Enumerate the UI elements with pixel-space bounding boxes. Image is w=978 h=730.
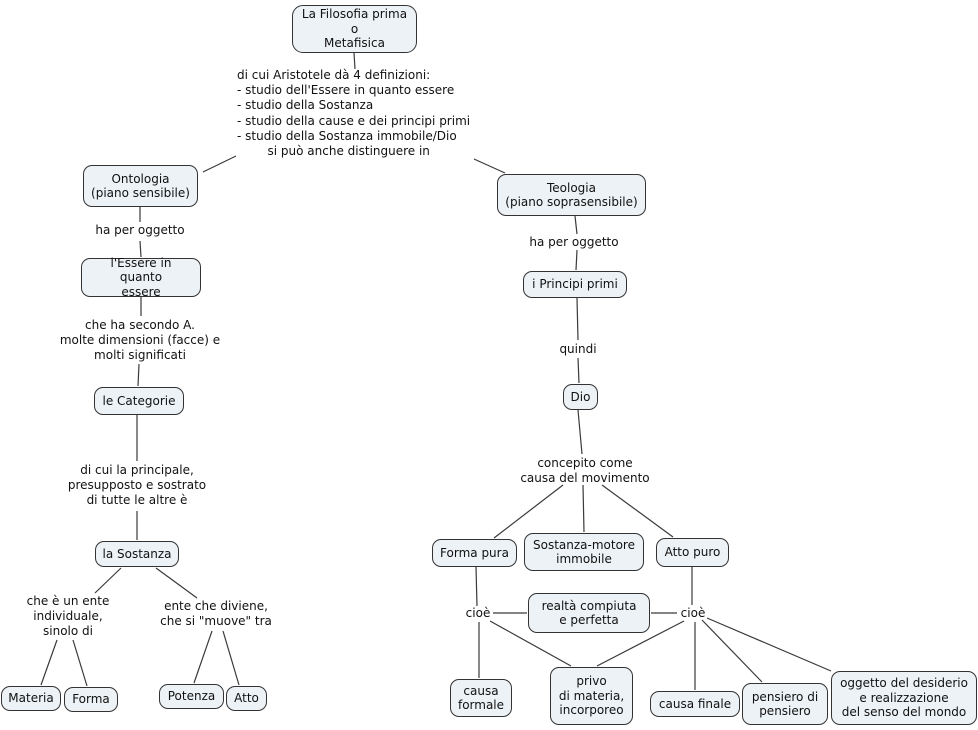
node-le-categorie: le Categorie <box>94 387 184 415</box>
node-forma: Forma <box>64 687 118 712</box>
label-di-cui-principale: di cui la principale, presupposto e sost… <box>67 463 207 507</box>
node-atto: Atto <box>226 686 267 711</box>
node-materia: Materia <box>1 686 61 711</box>
node-realta-compiuta: realtà compiuta e perfetta <box>528 593 650 633</box>
label-cioe-dx: cioè <box>680 606 706 620</box>
node-pensiero-di-pensiero: pensiero di pensiero <box>742 683 828 725</box>
label-concepito-come: concepito come causa del movimento <box>520 456 650 485</box>
node-atto-puro: Atto puro <box>656 538 729 567</box>
node-potenza: Potenza <box>159 684 224 709</box>
label-ha-per-oggetto-dx: ha per oggetto <box>529 235 619 249</box>
node-sostanza-motore-immobile: Sostanza-motore immobile <box>524 533 644 571</box>
label-ente-che-diviene: ente che diviene, che si "muove" tra <box>160 599 272 628</box>
node-filosofia-prima: La Filosofia prima o Metafisica <box>292 5 417 53</box>
label-definizioni: di cui Aristotele dà 4 definizioni: - st… <box>237 68 471 159</box>
node-causa-finale: causa finale <box>650 691 740 717</box>
node-privo-di-materia: privo di materia, incorporeo <box>550 667 633 725</box>
node-teologia: Teologia (piano soprasensibile) <box>497 174 646 216</box>
label-che-ha-secondo: che ha secondo A. molte dimensioni (facc… <box>59 318 221 362</box>
node-forma-pura: Forma pura <box>432 539 517 567</box>
label-che-e-un-ente: che è un ente individuale, sinolo di <box>26 594 110 638</box>
node-essere-in-quanto-essere: l'Essere in quanto essere <box>81 256 201 299</box>
node-causa-formale: causa formale <box>450 679 512 717</box>
node-dio: Dio <box>563 384 598 410</box>
label-quindi: quindi <box>559 342 597 356</box>
node-oggetto-del-desiderio: oggetto del desiderio e realizzazione de… <box>831 671 977 725</box>
node-principi-primi: i Principi primi <box>523 271 627 298</box>
node-la-sostanza: la Sostanza <box>95 541 179 567</box>
node-ontologia: Ontologia (piano sensibile) <box>83 165 198 207</box>
label-ha-per-oggetto-sx: ha per oggetto <box>95 223 185 237</box>
label-cioe-sx: cioè <box>465 606 491 620</box>
